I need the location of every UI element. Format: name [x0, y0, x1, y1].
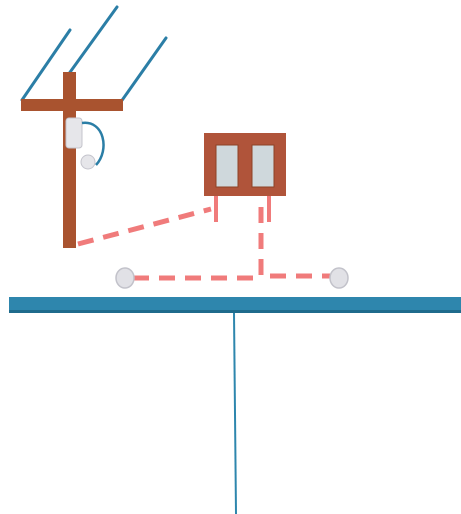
- dashed-pole-to-cabinet: [77, 206, 212, 247]
- wire-left: [20, 28, 72, 102]
- overhead-wires: [20, 5, 168, 108]
- pole-shaft: [63, 72, 76, 248]
- wire-right: [116, 36, 168, 108]
- ground-bar-shadow: [9, 310, 461, 313]
- utility-pole: [21, 72, 123, 248]
- ground-device-right: [329, 267, 349, 289]
- ground-bar: [9, 297, 461, 313]
- pole-mounted-device: [65, 117, 105, 170]
- dashed-connections: [77, 206, 334, 281]
- cabinet-window-right: [251, 144, 275, 188]
- ground-device-left: [115, 267, 135, 289]
- ground-line: [9, 297, 461, 313]
- cabinet-window-left: [215, 144, 239, 188]
- pole-device-knob: [80, 154, 96, 170]
- pole-device-body: [65, 117, 83, 149]
- dashed-cabinet-to-ground: [258, 207, 334, 279]
- ground-node-right: [329, 267, 349, 289]
- pole-device-cable: [81, 121, 105, 166]
- vertical-line: [233, 312, 237, 514]
- ground-node-left: [115, 267, 135, 289]
- pole-crossarm: [21, 99, 123, 111]
- wire-middle: [66, 5, 119, 77]
- cabinet-box: [204, 133, 286, 222]
